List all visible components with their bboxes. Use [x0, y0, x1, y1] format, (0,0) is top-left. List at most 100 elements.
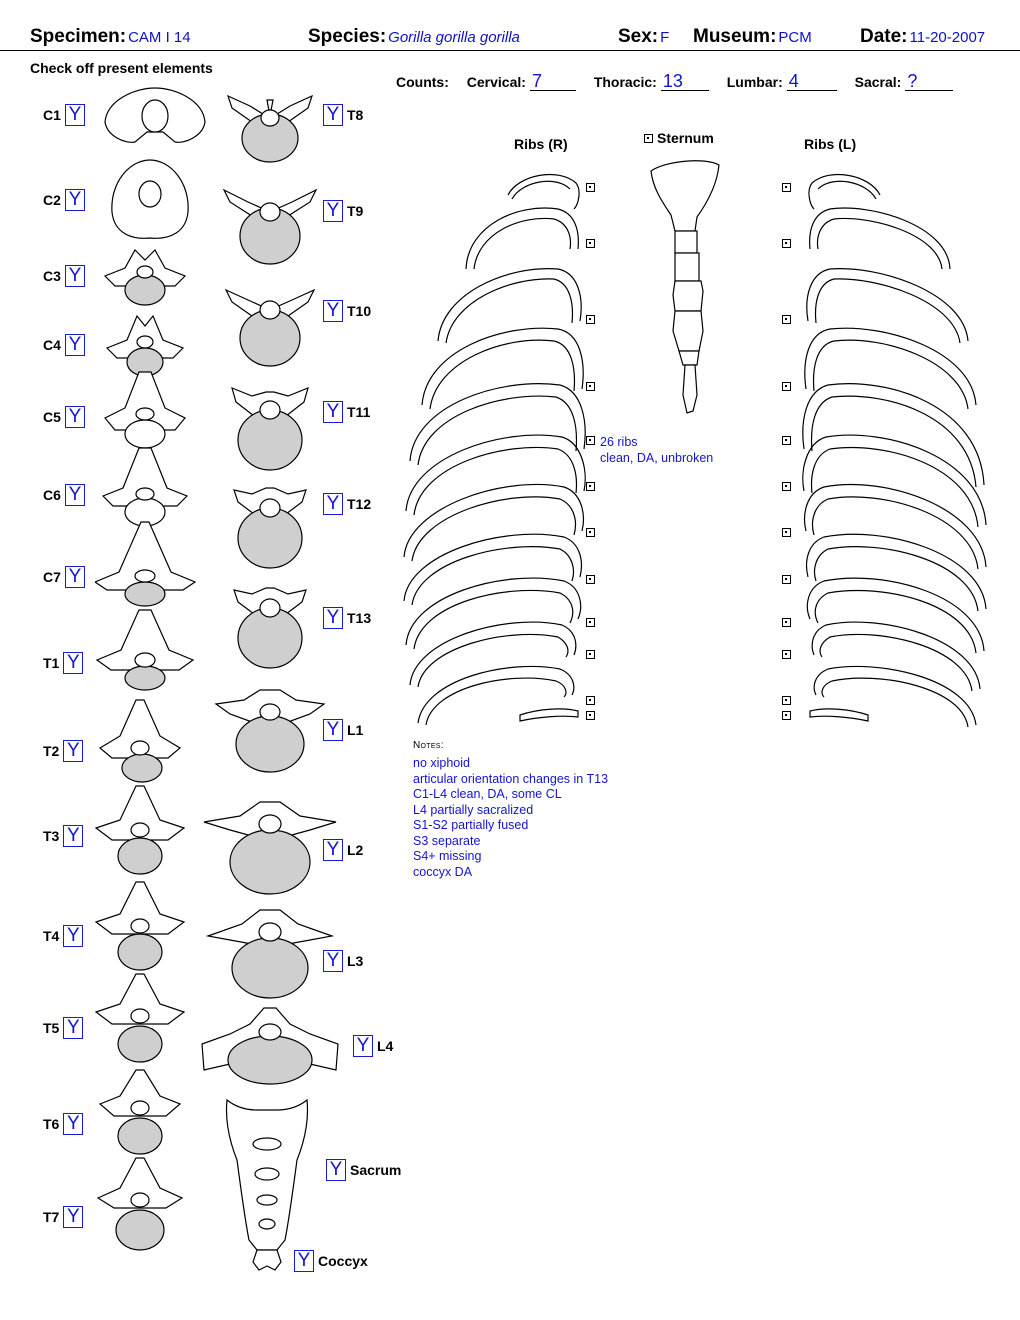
left-rib-2-checkbox[interactable]	[782, 239, 791, 248]
l2-checkbox[interactable]: Y	[323, 839, 343, 861]
ribs-right-heading: Ribs (R)	[514, 136, 568, 152]
rib-note-line-1: 26 ribs	[600, 435, 638, 449]
c5-label: C5	[43, 409, 61, 425]
left-rib-1-drawing	[808, 173, 881, 210]
t12-checkbox[interactable]: Y	[323, 493, 343, 515]
right-rib-2-checkbox[interactable]	[586, 239, 595, 248]
left-rib-5-checkbox[interactable]	[782, 436, 791, 445]
t4-vertebra-drawing	[95, 881, 186, 971]
sternum-checkbox[interactable]	[644, 133, 653, 143]
specimen-value[interactable]: CAM I 14	[128, 29, 191, 46]
left-vertebrae-drawings	[95, 87, 206, 1251]
left-rib-12-checkbox[interactable]	[782, 711, 791, 720]
left-rib-7-drawing	[803, 483, 987, 570]
right-rib-2-drawing	[465, 207, 579, 270]
t1-checkbox[interactable]: Y	[63, 652, 84, 674]
c6-checkbox[interactable]: Y	[64, 484, 85, 506]
t7-checkbox[interactable]: Y	[63, 1206, 84, 1228]
t9-checkbox[interactable]: Y	[323, 200, 343, 222]
t13-checkbox[interactable]: Y	[323, 607, 343, 629]
right-rib-3-drawing	[437, 268, 582, 344]
c2-checkbox[interactable]: Y	[64, 189, 85, 211]
note-line: S4+ missing	[413, 849, 482, 863]
l1-checkbox[interactable]: Y	[323, 719, 343, 741]
right-rib-4-checkbox[interactable]	[586, 382, 595, 391]
left-rib-6-drawing	[802, 434, 987, 528]
museum-label: Museum:	[693, 26, 777, 47]
sacral-label: Sacral:	[854, 74, 902, 90]
t5-vertebra-drawing	[95, 973, 186, 1063]
right-rib-3-checkbox[interactable]	[586, 315, 595, 324]
note-line: no xiphoid	[413, 756, 470, 770]
right-rib-8-checkbox[interactable]	[586, 575, 595, 584]
right-rib-12-checkbox[interactable]	[586, 711, 595, 720]
museum-value[interactable]: PCM	[778, 29, 812, 46]
t8-checkbox[interactable]: Y	[323, 104, 343, 126]
cervical-count[interactable]: 7	[529, 72, 576, 91]
l3-label: L3	[347, 953, 364, 969]
left-rib-6-checkbox[interactable]	[782, 482, 791, 491]
t11-checkbox[interactable]: Y	[323, 401, 343, 423]
left-rib-9-checkbox[interactable]	[782, 618, 791, 627]
right-rib-6-drawing	[405, 434, 586, 516]
coccyx-checkbox[interactable]: Y	[294, 1250, 314, 1272]
lumbar-count[interactable]: 4	[786, 72, 837, 91]
species-label: Species:	[308, 26, 387, 47]
left-rib-10-checkbox[interactable]	[782, 650, 791, 659]
t8-label: T8	[347, 107, 364, 123]
museum-field: Museum:PCM	[693, 26, 812, 48]
l3-checkbox[interactable]: Y	[323, 950, 343, 972]
left-rib-4-checkbox[interactable]	[782, 382, 791, 391]
right-rib-5-checkbox[interactable]	[586, 436, 595, 445]
sacral-count[interactable]: ?	[905, 72, 954, 91]
t2-checkbox[interactable]: Y	[63, 740, 84, 762]
right-rib-9-checkbox[interactable]	[586, 618, 595, 627]
species-value[interactable]: Gorilla gorilla gorilla	[388, 29, 520, 46]
right-rib-7-checkbox[interactable]	[586, 528, 595, 537]
t8-vertebra-drawing	[226, 94, 314, 163]
note-line: L4 partially sacralized	[413, 802, 534, 817]
thoracic-count[interactable]: 13	[660, 72, 709, 91]
c7-checkbox[interactable]: Y	[64, 566, 85, 588]
sex-label: Sex:	[618, 26, 659, 47]
instruction-text: Check off present elements	[30, 60, 213, 76]
t10-checkbox[interactable]: Y	[323, 300, 343, 322]
c4-checkbox[interactable]: Y	[64, 334, 85, 356]
t4-checkbox[interactable]: Y	[63, 925, 84, 947]
counts-label: Counts:	[396, 74, 449, 90]
left-rib-3-checkbox[interactable]	[782, 315, 791, 324]
right-rib-6-checkbox[interactable]	[586, 482, 595, 491]
left-rib-7-checkbox[interactable]	[782, 528, 791, 537]
l1-label: L1	[347, 722, 364, 738]
date-value[interactable]: 11-20-2007	[909, 29, 986, 46]
c5-checkbox[interactable]: Y	[64, 406, 85, 428]
t3-checkbox[interactable]: Y	[63, 825, 84, 847]
left-rib-1-checkbox[interactable]	[782, 183, 791, 192]
right-rib-10-checkbox[interactable]	[586, 650, 595, 659]
coccyx-label: Coccyx	[318, 1253, 368, 1269]
left-rib-11-checkbox[interactable]	[782, 696, 791, 705]
right-rib-7-drawing	[403, 483, 585, 562]
t1-vertebra-drawing	[95, 609, 195, 691]
left-rib-5-drawing	[802, 383, 985, 488]
right-vertebrae-drawings	[201, 94, 339, 1271]
l4-checkbox[interactable]: Y	[353, 1035, 373, 1057]
left-rib-8-checkbox[interactable]	[782, 575, 791, 584]
right-rib-1-checkbox[interactable]	[586, 183, 595, 192]
l3-vertebra-drawing	[205, 909, 335, 999]
right-rib-11-checkbox[interactable]	[586, 696, 595, 705]
t6-checkbox[interactable]: Y	[63, 1113, 84, 1135]
sex-value[interactable]: F	[660, 29, 670, 46]
notes-list[interactable]: no xiphoid articular orientation changes…	[413, 756, 608, 880]
right-ribs-drawing	[403, 173, 586, 726]
c2-vertebra-drawing	[111, 159, 189, 239]
t5-checkbox[interactable]: Y	[63, 1017, 84, 1039]
c3-checkbox[interactable]: Y	[64, 265, 85, 287]
t4-label: T4	[43, 928, 60, 944]
c1-checkbox[interactable]: Y	[64, 104, 85, 126]
sacrum-checkbox[interactable]: Y	[326, 1159, 346, 1181]
